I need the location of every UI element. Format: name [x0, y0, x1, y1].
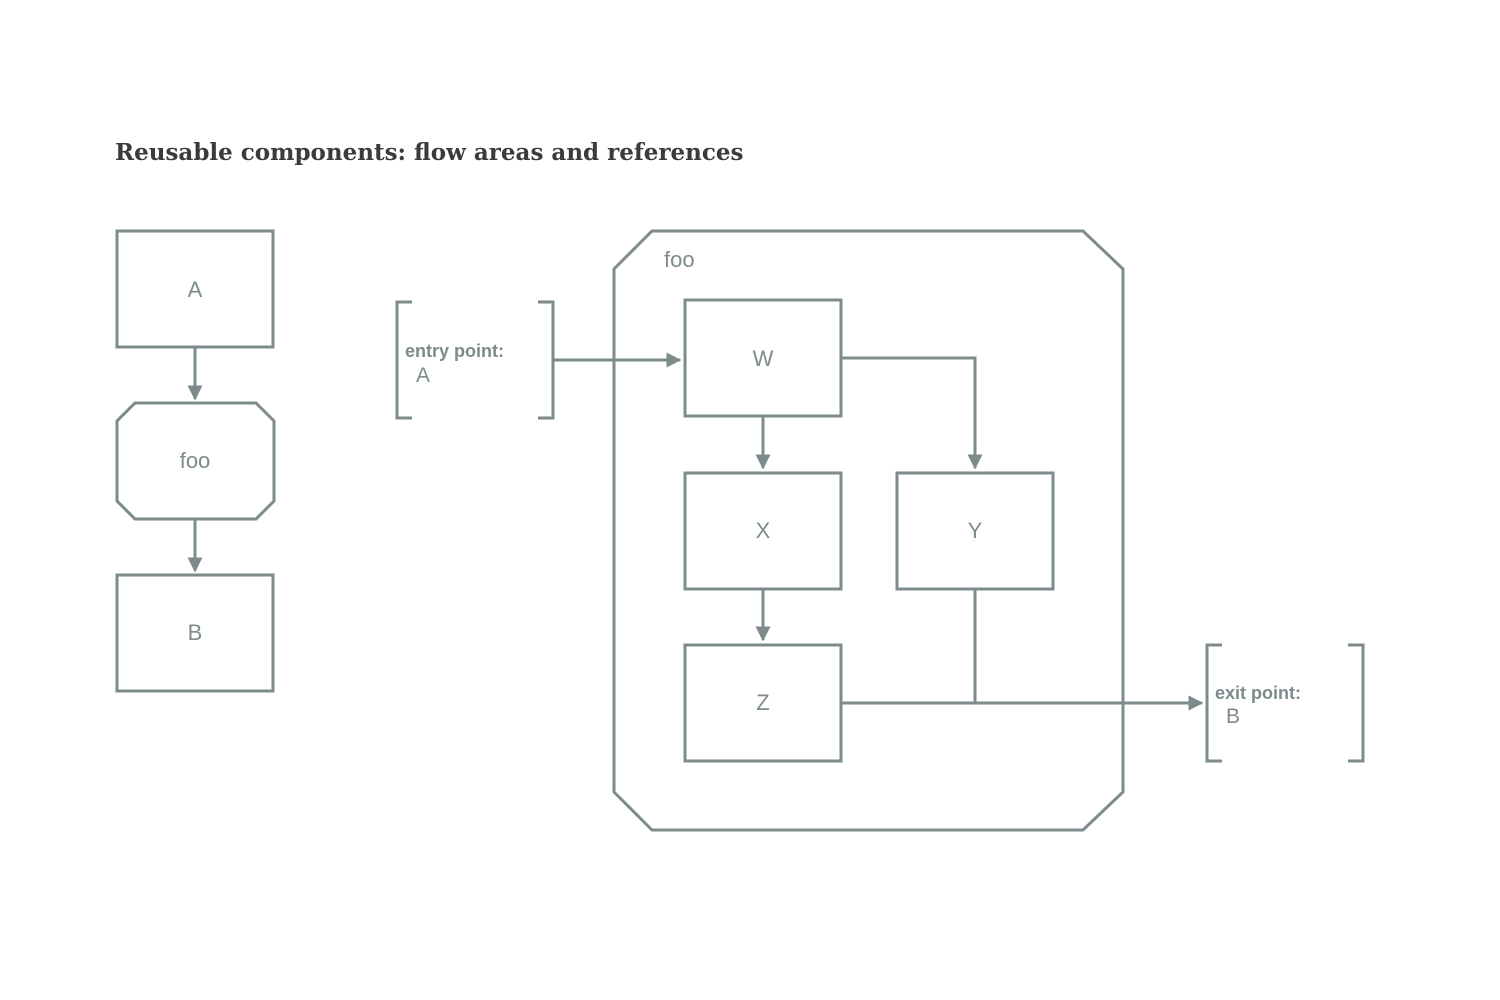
node-y-label: Y: [968, 518, 983, 543]
exit-point-reference[interactable]: exit point: B: [1205, 643, 1365, 763]
entry-bracket-left: [395, 300, 412, 420]
entry-point-reference[interactable]: entry point: A: [395, 300, 555, 420]
entry-point-value: A: [416, 364, 430, 387]
node-b[interactable]: B: [115, 573, 275, 693]
edge-w-to-y: [841, 356, 983, 470]
node-b-box: [115, 573, 275, 693]
flow-area-boundary: [612, 229, 1125, 832]
node-foo-octagon: [115, 401, 276, 521]
node-z[interactable]: Z: [683, 643, 843, 763]
exit-point-heading: exit point:: [1215, 683, 1301, 703]
exit-bracket-left: [1205, 643, 1222, 763]
flow-area-label: foo: [664, 247, 695, 272]
entry-bracket-right: [538, 300, 555, 420]
node-a-label: A: [188, 277, 203, 302]
node-y[interactable]: Y: [895, 471, 1055, 591]
exit-point-value: B: [1226, 705, 1240, 728]
node-x-label: X: [756, 518, 771, 543]
node-b-label: B: [188, 620, 203, 645]
diagram-title: Reusable components: flow areas and refe…: [115, 139, 743, 166]
node-foo-reference[interactable]: foo: [115, 401, 276, 521]
flow-area-foo[interactable]: foo: [612, 229, 1125, 832]
node-w-label: W: [753, 346, 774, 371]
node-x[interactable]: X: [683, 471, 843, 591]
node-w[interactable]: W: [683, 298, 843, 418]
node-a[interactable]: A: [115, 229, 275, 349]
entry-point-heading: entry point:: [405, 341, 504, 361]
node-foo-label: foo: [180, 448, 211, 473]
exit-bracket-right: [1348, 643, 1365, 763]
node-z-label: Z: [756, 690, 769, 715]
